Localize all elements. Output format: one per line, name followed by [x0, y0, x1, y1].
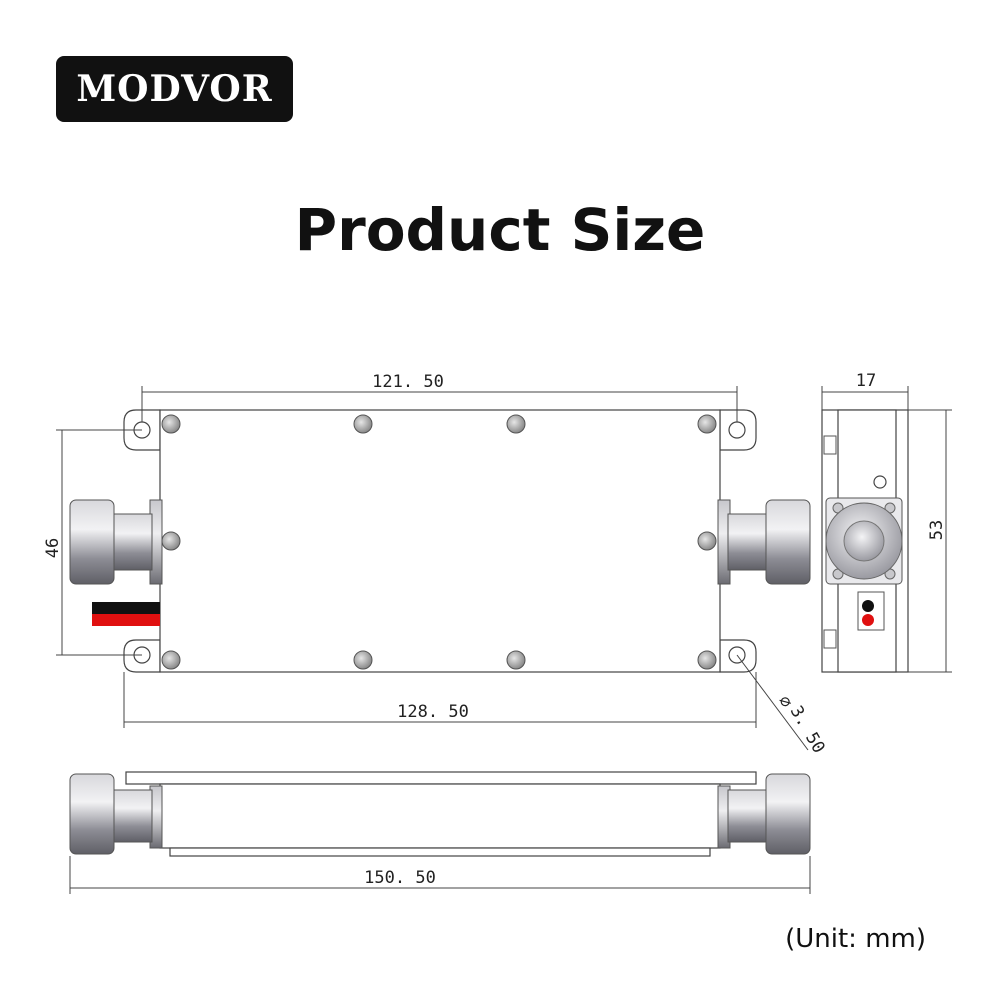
- dim-side-width: 17: [856, 371, 876, 391]
- dim-bottom-length: 150. 50: [364, 868, 436, 888]
- dim-top-width-holes: 121. 50: [372, 372, 444, 392]
- power-wires-icon: [92, 602, 160, 626]
- side-view: 17 53: [821, 371, 952, 673]
- top-view-body: [159, 409, 721, 673]
- screw-icon: [506, 414, 526, 434]
- bottom-view-base: [169, 847, 711, 857]
- dim-top-width-overall: 128. 50: [397, 702, 469, 722]
- brand-logo-text: MODVOR: [76, 68, 273, 110]
- bottom-view-body: [159, 783, 721, 849]
- bottom-right-connector-icon: [717, 773, 811, 855]
- screw-icon: [697, 531, 717, 551]
- brand-logo: MODVOR: [56, 56, 293, 122]
- left-connector-icon: [69, 499, 163, 585]
- side-wire-black-icon: [862, 600, 874, 612]
- screw-icon: [353, 650, 373, 670]
- bottom-left-connector-icon: [69, 773, 163, 855]
- screw-icon: [697, 650, 717, 670]
- screw-icon: [353, 414, 373, 434]
- screw-icon: [161, 531, 181, 551]
- right-connector-icon: [717, 499, 811, 585]
- mount-hole-icon: [728, 421, 746, 439]
- screw-icon: [506, 650, 526, 670]
- side-hole-icon: [873, 475, 887, 489]
- dim-hole-diameter: 3. 50: [786, 703, 829, 757]
- wire-red: [92, 614, 160, 626]
- screw-icon: [161, 650, 181, 670]
- side-wire-red-icon: [862, 614, 874, 626]
- screw-set: [161, 414, 717, 670]
- bottom-view-lid: [125, 771, 757, 785]
- unit-note: (Unit: mm): [785, 924, 926, 954]
- screw-icon: [161, 414, 181, 434]
- top-view: 121. 50 46 128. 50 ⌀ 3. 50: [43, 372, 829, 757]
- bottom-view: 150. 50: [69, 771, 811, 894]
- dim-side-height: 53: [927, 520, 947, 540]
- screw-icon: [697, 414, 717, 434]
- dim-height-left: 46: [43, 538, 63, 558]
- side-connector-face-icon: [825, 497, 903, 585]
- page-title: Product Size: [294, 196, 706, 264]
- wire-black: [92, 602, 160, 614]
